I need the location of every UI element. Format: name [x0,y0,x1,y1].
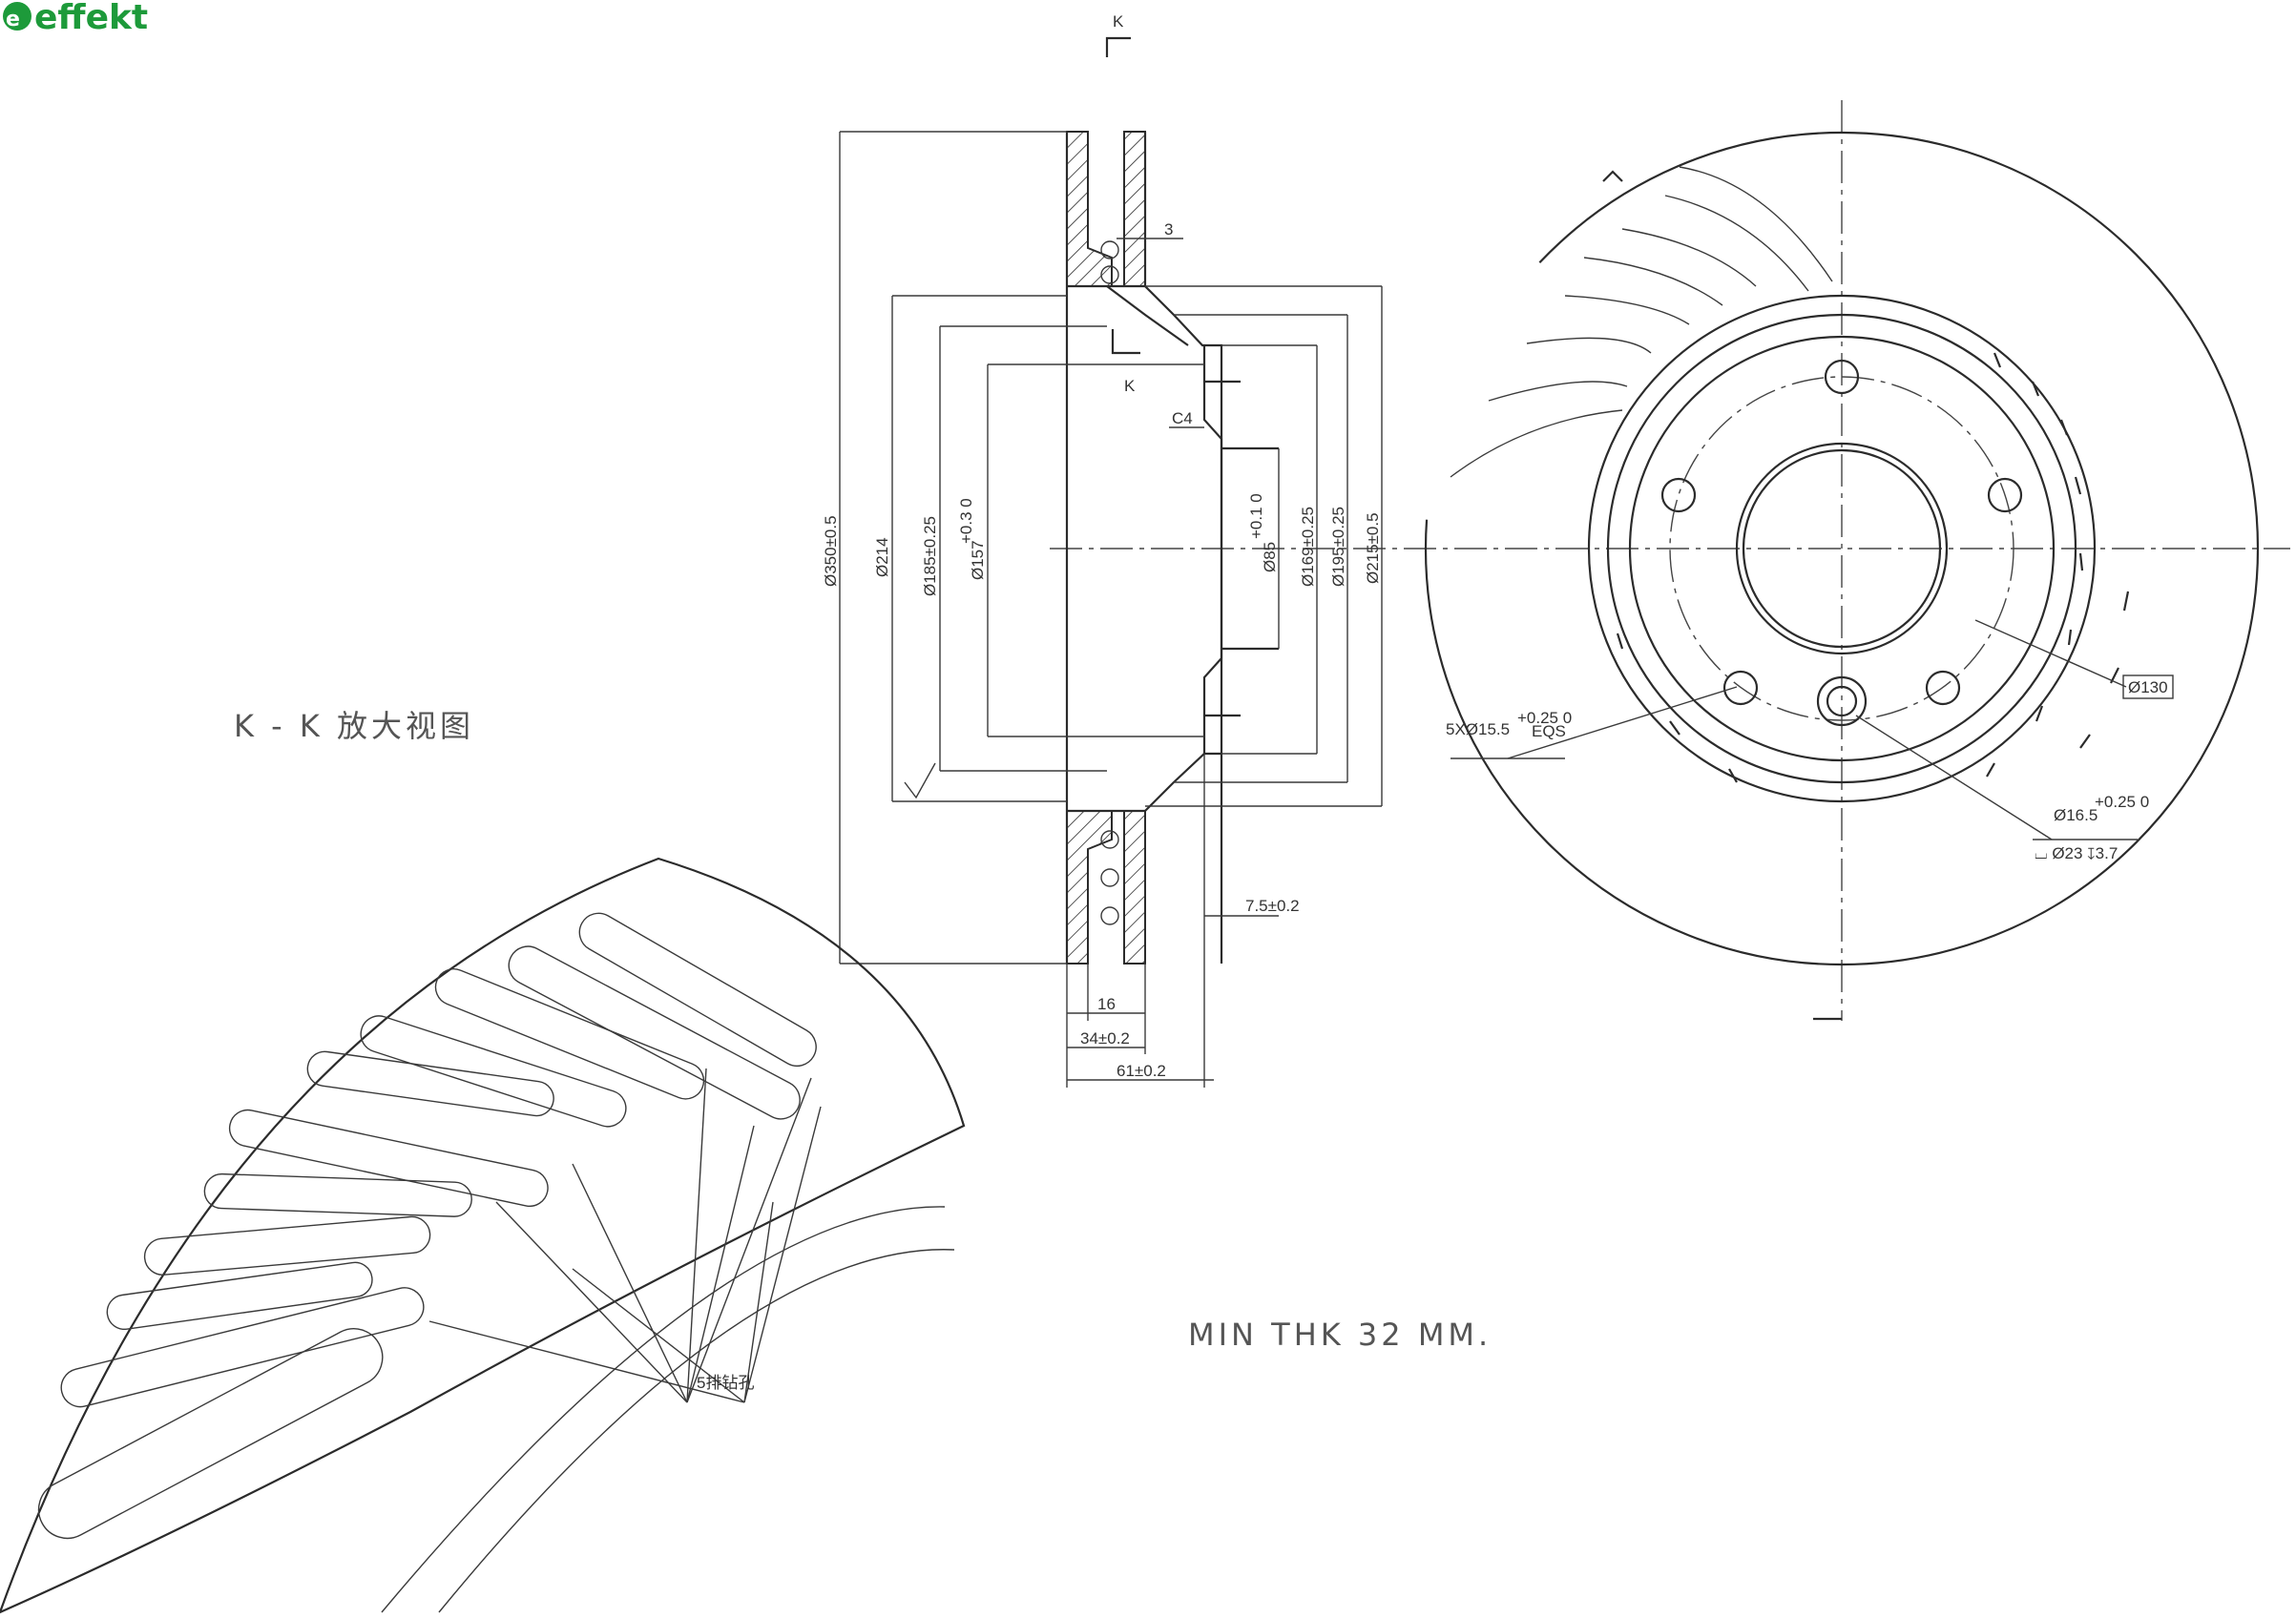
disc-outer-circle [1424,131,2260,966]
logo-icon [3,2,31,31]
svg-text:e: e [6,8,20,31]
dim-counterbore: ⌴ Ø23 ↧3.7 [2035,844,2118,862]
front-view: Ø130 5XØ15.5 +0.25 0 EQS Ø16.5 +0.25 0 ⌴… [1424,100,2260,1021]
bolt-hole [1987,477,2023,513]
center-bore [1735,442,1949,655]
hat-circle-2 [1606,313,2077,784]
effekt-logo: e effekt [3,0,148,37]
dim-d214: Ø214 [873,537,891,577]
dim-d185: Ø185±0.25 [921,516,939,596]
vent-hole [1100,906,1119,925]
locating-hole [1816,675,1868,727]
drill-leaders [428,1068,822,1403]
dim-d195: Ø195±0.25 [1329,507,1347,587]
detail-boundary [0,857,966,1614]
dim-d85-tol: +0.1 0 [1247,493,1265,539]
hub-face [1202,345,1223,754]
bolt-hole [1824,359,1860,395]
dim-thk3: 3 [1164,220,1173,239]
bolt-hole [1660,477,1697,513]
dim-d85: Ø85 [1261,542,1279,572]
detail-slots [37,912,817,1540]
detail-view-title: K - K 放大视图 [234,708,474,744]
hat-outline [1143,132,1223,964]
center-bore-inner [1742,448,1942,649]
dim-c4: C4 [1172,409,1193,427]
vent-hole [1100,868,1119,887]
dim-w61: 61±0.2 [1117,1062,1166,1080]
dim-pcd: Ø130 [2128,678,2168,696]
dim-w34: 34±0.2 [1080,1029,1130,1048]
dim-holes-tol: +0.25 0 [1517,709,1572,727]
drill-note: 5排钻孔 [697,1374,754,1392]
dim-d215: Ø215±0.5 [1364,512,1382,584]
slot-pattern [1450,166,1833,478]
vent-hole [1100,240,1119,259]
dim-holes: 5XØ15.5 [1446,720,1510,738]
friction-plate-inner-bottom [1123,810,1146,965]
dim-d350: Ø350±0.5 [822,515,840,587]
dim-hole-main: Ø16.5 [2054,806,2098,824]
surface-mark [904,762,936,799]
hat-outer-circle [1587,294,2097,803]
vent-hole [1100,265,1119,284]
min-thickness-note: MIN THK 32 MM. [1188,1317,1492,1353]
section-marker-mid: K [1124,377,1136,395]
dim-hole-main-tol: +0.25 0 [2095,793,2149,811]
pcd-circle [1669,376,2014,721]
dim-d169: Ø169±0.25 [1299,507,1317,587]
section-arrow-mid [1111,329,1140,355]
dim-holes-eqs: EQS [1532,722,1566,740]
dim-w16: 16 [1097,995,1116,1013]
dim-t75: 7.5±0.2 [1245,897,1300,915]
dim-d157-tol: +0.3 0 [957,498,975,544]
hat-circle-3 [1628,335,2056,762]
vent-hole [1100,830,1119,849]
section-view: K K Ø350±0.5 [822,12,2290,1088]
friction-plate-outer-top [1066,131,1113,287]
friction-plate-outer-bottom [1066,810,1113,965]
section-marker-top: K [1113,12,1124,31]
bolt-hole [1925,670,1961,706]
bolt-hole [1722,670,1759,706]
friction-plate-inner-top [1123,131,1146,287]
drill-marks [1616,352,2130,783]
pcd-box [2122,674,2174,699]
logo-text: effekt [34,0,148,37]
section-arrow-top [1105,36,1131,57]
detail-view: K - K 放大视图 5排钻孔 [0,708,966,1614]
dim-d157: Ø157 [969,540,987,580]
